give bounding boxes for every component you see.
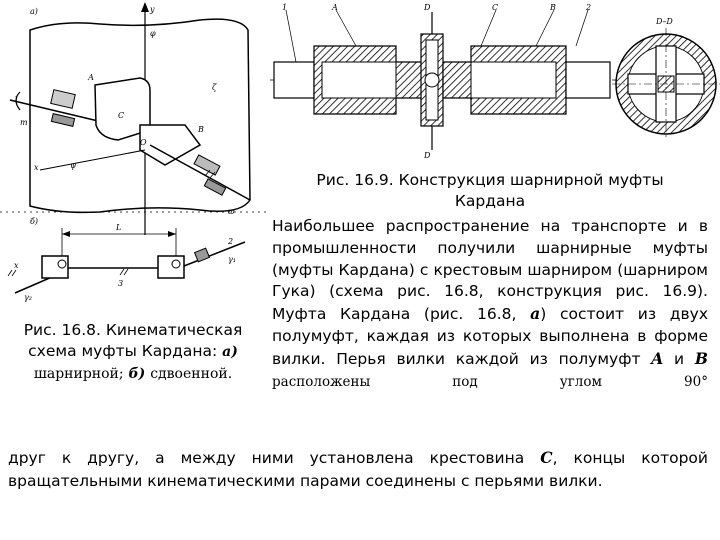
label-dd: D–D bbox=[655, 17, 673, 26]
label-a: A bbox=[331, 3, 338, 12]
label-gamma1: γ₁ bbox=[228, 255, 236, 264]
symbol-c: C bbox=[540, 448, 553, 467]
caption-left-b-text: сдвоенной. bbox=[150, 366, 233, 382]
caption-left-b-letter: б) bbox=[128, 366, 146, 382]
body-and: и bbox=[674, 349, 685, 368]
figure-16-8-kinematic-scheme: а) y φ А ζ 1 m C O B x ψ ω б) L 2 γ₁ 3 γ… bbox=[0, 2, 266, 302]
body-p2: ) состоит из двух полумуфт, каждая из ко… bbox=[272, 305, 708, 368]
body-cont2: , концы которой вращательными кинематиче… bbox=[8, 449, 708, 490]
label-a: А bbox=[87, 73, 94, 82]
body-p1-a: а bbox=[530, 304, 541, 324]
part-b-label: б) bbox=[30, 217, 38, 226]
label-3: 3 bbox=[118, 279, 123, 288]
label-x: x bbox=[34, 163, 39, 172]
label-b: B bbox=[549, 3, 556, 12]
label-c: C bbox=[118, 111, 124, 120]
label-x-small: x bbox=[14, 261, 19, 270]
figure-16-9-coupling-construction: 1 A D C B 2 D D–D bbox=[270, 3, 720, 160]
label-1: 1 bbox=[14, 95, 19, 104]
symbol-a: A bbox=[651, 348, 664, 368]
body-continuation: друг к другу, а между ними установлена к… bbox=[8, 446, 708, 493]
figure-16-9-caption: Рис. 16.9. Конструкция шарнирной муфты К… bbox=[272, 170, 708, 212]
body-paragraph: Наибольшее распространение на транспорте… bbox=[272, 216, 708, 393]
label-m: m bbox=[20, 118, 28, 127]
caption-left-a-letter: а) bbox=[222, 344, 238, 360]
label-o: O bbox=[140, 138, 147, 147]
part-a-label: а) bbox=[30, 7, 38, 16]
label-d-top: D bbox=[423, 3, 431, 12]
symbol-b: B bbox=[694, 348, 708, 368]
label-1: 1 bbox=[282, 3, 287, 12]
caption-left-text: Рис. 16.8. Кинематическая схема муфты Ка… bbox=[23, 321, 243, 360]
label-zeta: ζ bbox=[212, 83, 217, 92]
label-phi: φ bbox=[150, 29, 156, 38]
figure-16-8-caption: Рис. 16.8. Кинематическая схема муфты Ка… bbox=[2, 320, 264, 385]
body-p1: Наибольшее распространение на транспорте… bbox=[272, 217, 708, 324]
label-L: L bbox=[115, 223, 121, 232]
body-tail-small: расположены под углом 90° bbox=[272, 373, 708, 390]
label-gamma2: γ₂ bbox=[24, 293, 32, 302]
label-psi: ψ bbox=[70, 161, 77, 170]
caption-right-line1: Рис. 16.9. Конструкция шарнирной муфты bbox=[316, 171, 664, 189]
label-c: C bbox=[492, 3, 498, 12]
label-y: y bbox=[149, 5, 155, 14]
caption-right-line2: Кардана bbox=[454, 192, 526, 210]
label-2: 2 bbox=[227, 237, 233, 246]
label-b: B bbox=[197, 125, 204, 134]
caption-left-a-text: шарнирной; bbox=[33, 366, 124, 382]
label-2: 2 bbox=[585, 3, 591, 12]
body-cont1: друг к другу, а между ними установлена к… bbox=[8, 449, 525, 467]
label-omega: ω bbox=[228, 207, 235, 216]
label-d-bottom: D bbox=[423, 151, 431, 160]
